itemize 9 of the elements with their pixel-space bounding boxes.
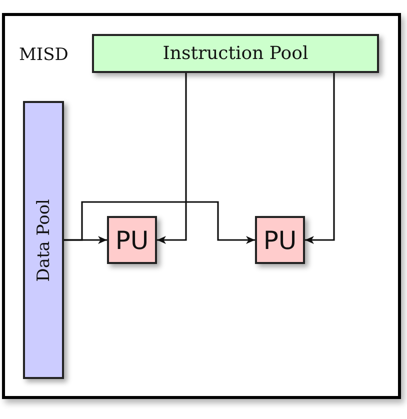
- instruction-pool-box: Instruction Pool: [92, 34, 379, 73]
- processing-unit-box: PU: [107, 216, 157, 264]
- diagram-frame: [2, 13, 401, 399]
- data-pool-box: Data Pool: [23, 101, 64, 379]
- arrow: [64, 201, 255, 244]
- processing-unit-box: PU: [255, 216, 305, 264]
- frame-title: MISD: [19, 45, 68, 65]
- arrow: [305, 73, 335, 244]
- arrow: [157, 73, 187, 244]
